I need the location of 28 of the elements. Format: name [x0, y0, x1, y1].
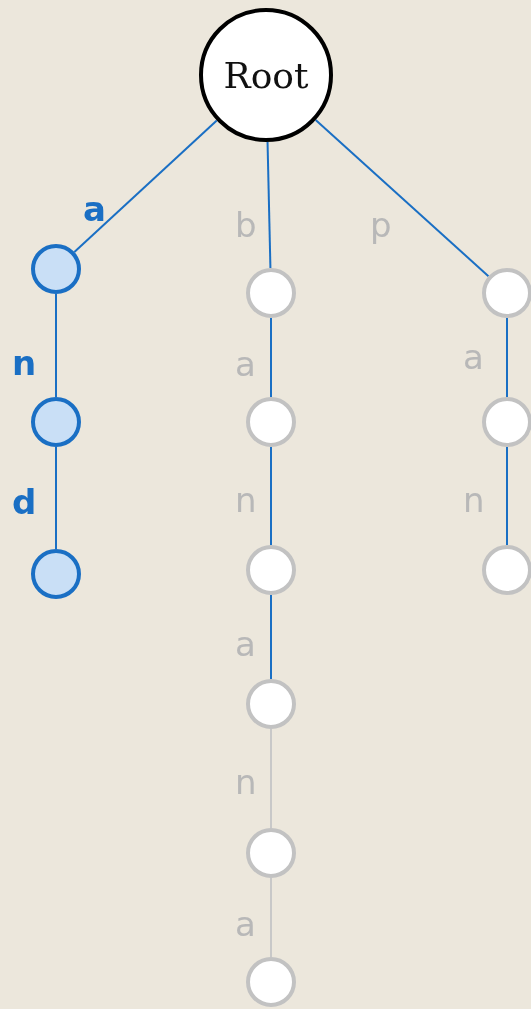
edge-label: d — [12, 485, 37, 519]
node-circle — [246, 268, 296, 318]
highlighted-node-circle — [31, 244, 81, 294]
connector-line — [270, 594, 272, 680]
connector-line — [270, 877, 272, 958]
connector-line — [506, 317, 508, 398]
highlighted-node-circle — [31, 549, 81, 599]
connector-line — [314, 118, 490, 278]
connector-line — [55, 446, 57, 550]
connector-line — [506, 446, 508, 546]
node-circle — [246, 957, 296, 1007]
connector-line — [270, 728, 272, 829]
node-label: Root — [223, 54, 309, 96]
node-circle — [246, 545, 296, 595]
connector-line — [270, 446, 272, 546]
edge-label: a — [83, 192, 106, 226]
connector-line — [266, 141, 272, 269]
node-circle — [246, 397, 296, 447]
connector-line — [55, 293, 57, 398]
node-circle — [482, 397, 531, 447]
node-circle — [482, 268, 531, 318]
node-circle — [246, 828, 296, 878]
connector-line — [73, 119, 218, 254]
connector-line — [270, 317, 272, 398]
highlighted-node-circle — [31, 397, 81, 447]
edge-label: n — [12, 346, 37, 380]
node-circle — [246, 679, 296, 729]
node-circle — [482, 545, 531, 595]
